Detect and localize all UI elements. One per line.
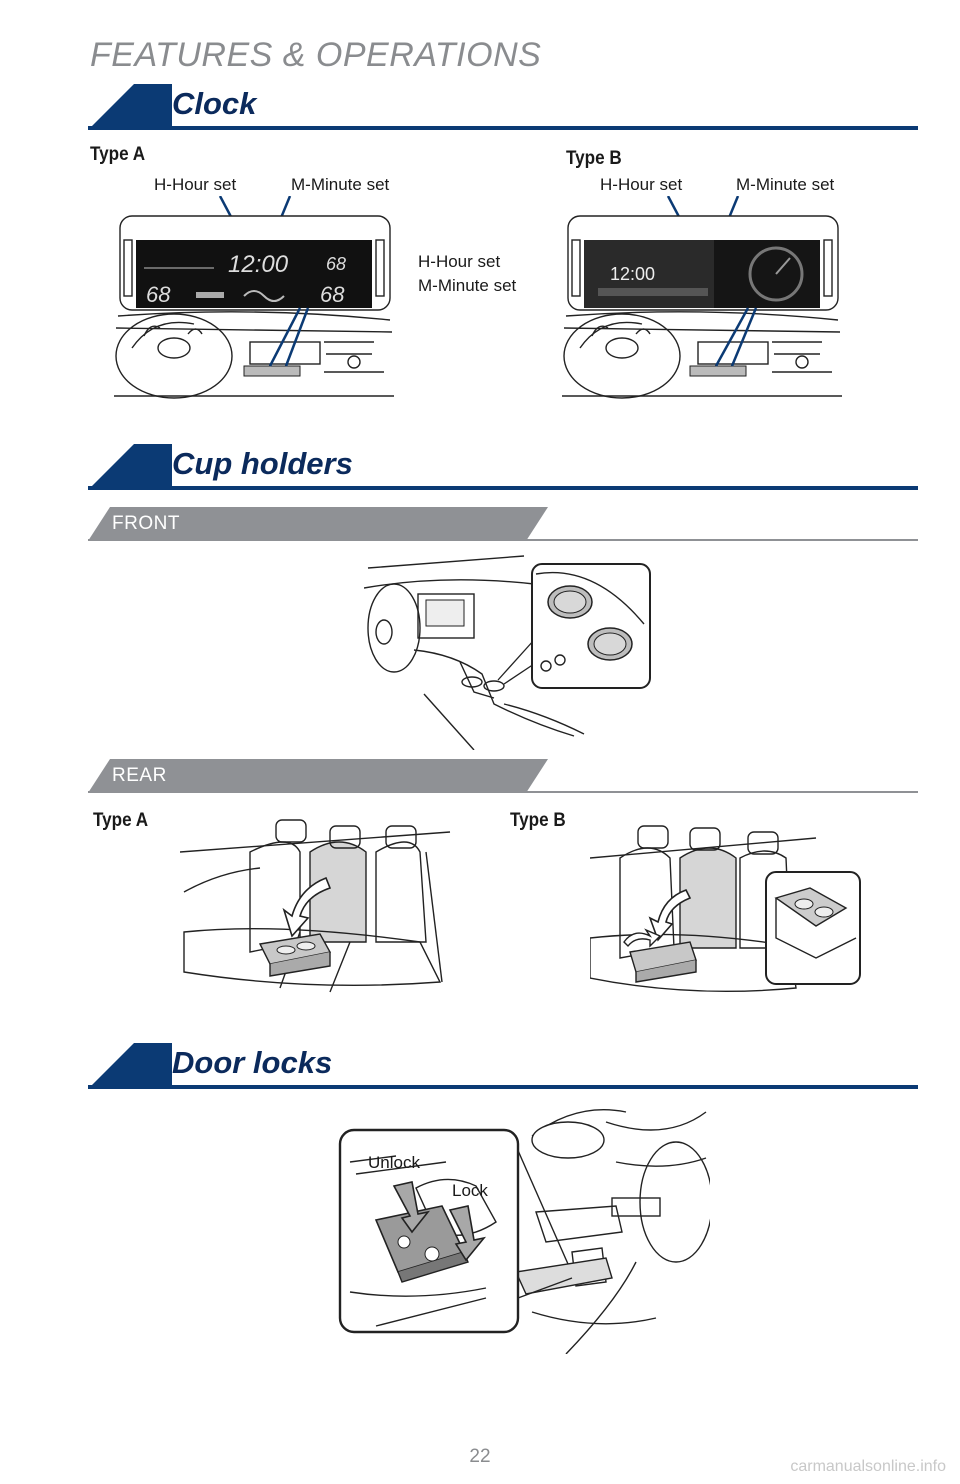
section-header-door-locks: Door locks <box>88 1043 918 1089</box>
section-header-clock: Clock <box>88 84 918 130</box>
display-outside-temp-a: 68 <box>326 254 346 274</box>
section-title-clock: Clock <box>172 86 257 121</box>
clock-type-a-hour-callout: H-Hour set <box>154 175 237 194</box>
front-cup-holder-illustration <box>364 555 651 750</box>
display-time-b: 12:00 <box>610 264 655 284</box>
clock-type-b-label: Type B <box>566 148 622 169</box>
unlock-label: Unlock <box>368 1153 420 1172</box>
clock-type-b-hour-callout: H-Hour set <box>600 175 683 194</box>
side-note-hour: H-Hour set <box>418 252 501 271</box>
subsection-header-rear: REAR <box>88 759 918 793</box>
rear-cup-holder-type-a-illustration <box>180 819 451 993</box>
clock-side-note: H-Hour set M-Minute set <box>418 250 516 298</box>
section-header-bar <box>88 84 918 130</box>
lock-label: Lock <box>452 1181 488 1200</box>
page-number: 22 <box>469 1446 491 1467</box>
rear-type-a-label: Type A <box>93 810 149 831</box>
rear-type-b-label: Type B <box>510 810 566 831</box>
subsection-title-rear: REAR <box>112 765 167 786</box>
section-header-bar <box>88 1043 918 1089</box>
watermark: carmanualsonline.info <box>790 1458 946 1475</box>
section-header-bar <box>88 444 918 490</box>
clock-type-b-minute-callout: M-Minute set <box>736 175 835 194</box>
clock-type-a-minute-callout: M-Minute set <box>291 175 390 194</box>
page-title: FEATURES & OPERATIONS <box>90 36 542 74</box>
side-note-minute: M-Minute set <box>418 276 517 295</box>
door-locks-illustration: Unlock Lock <box>338 1109 710 1354</box>
section-title-door-locks: Door locks <box>172 1045 333 1080</box>
subsection-header-bar <box>88 759 918 793</box>
display-time-a: 12:00 <box>228 251 289 278</box>
rear-cup-holder-type-b-illustration <box>590 825 861 993</box>
display-right-temp-a: 68 <box>320 282 345 307</box>
section-title-cup-holders: Cup holders <box>172 446 353 481</box>
clock-type-a-illustration: H M 12:00 68 68 68 <box>114 196 394 399</box>
subsection-header-bar <box>88 507 918 541</box>
clock-type-b-illustration: H M 12:00 <box>562 196 842 399</box>
section-header-cup-holders: Cup holders <box>88 444 918 490</box>
clock-type-a-label: Type A <box>90 144 146 165</box>
subsection-title-front: FRONT <box>112 513 180 534</box>
subsection-header-front: FRONT <box>88 507 918 541</box>
display-left-temp-a: 68 <box>146 282 171 307</box>
